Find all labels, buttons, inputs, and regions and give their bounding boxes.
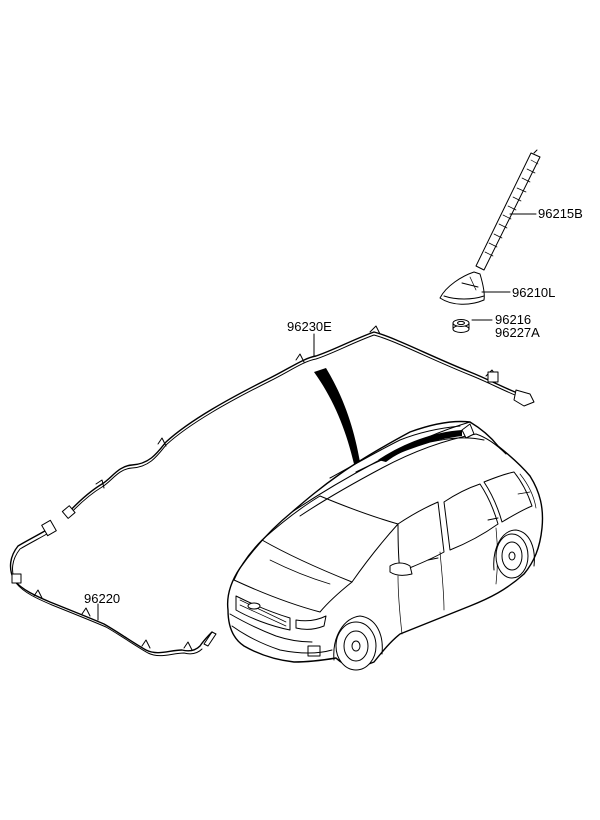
roof-cable-part [61, 325, 535, 519]
pointer-arrows [314, 368, 462, 464]
car-illustration [226, 420, 544, 671]
part-label-antenna-pole: 96215B [538, 206, 583, 221]
nut-and-pad-part [452, 319, 470, 333]
part-label-roof-cable: 96230E [287, 319, 332, 334]
part-label-pad: 96227A [495, 325, 540, 340]
part-label-main-feeder-cable: 96220 [84, 591, 121, 606]
antenna-pole-part [475, 149, 541, 271]
part-label-antenna-base: 96210L [512, 285, 556, 300]
antenna-base-part [439, 271, 485, 305]
leader-lines [97, 213, 537, 621]
main-feeder-cable-part [9, 519, 217, 657]
part-label-nut: 96216 [495, 312, 532, 327]
